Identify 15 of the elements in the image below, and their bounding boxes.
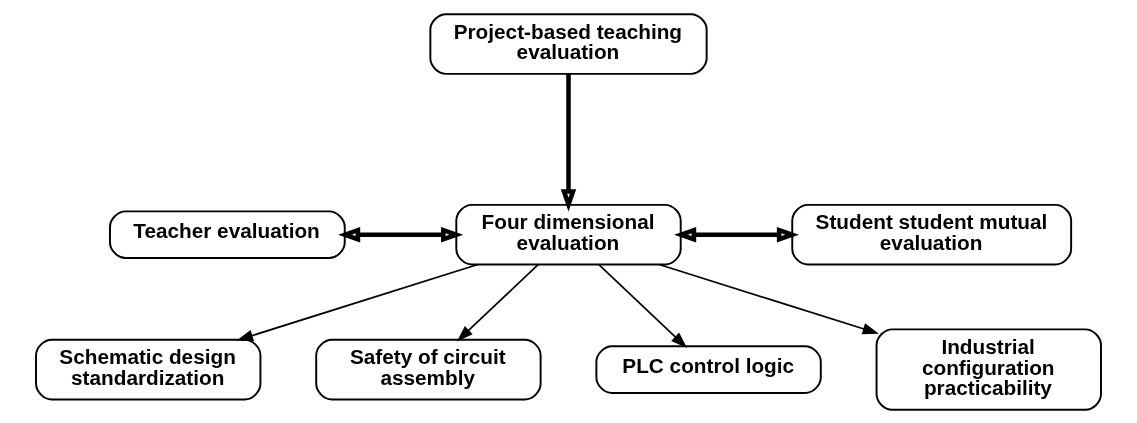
node-box: Schematic design standardization (35, 338, 262, 400)
arrow (456, 263, 539, 341)
node-box: PLC control logic (595, 344, 822, 394)
arrow (598, 263, 688, 348)
node-box: Safety of circuit assembly (315, 338, 542, 400)
node-box: Project-based teaching evaluation (429, 12, 708, 75)
arrow (674, 226, 799, 242)
node-box: Four dimensional evaluation (455, 203, 682, 265)
arrow (658, 263, 879, 334)
node-box: Industrial configuration practicability (875, 327, 1102, 411)
node-box: Student student mutual evaluation (791, 203, 1073, 265)
arrow (338, 226, 464, 242)
node-box: Teacher evaluation (109, 209, 346, 259)
arrow (560, 73, 577, 211)
arrow (236, 263, 479, 341)
